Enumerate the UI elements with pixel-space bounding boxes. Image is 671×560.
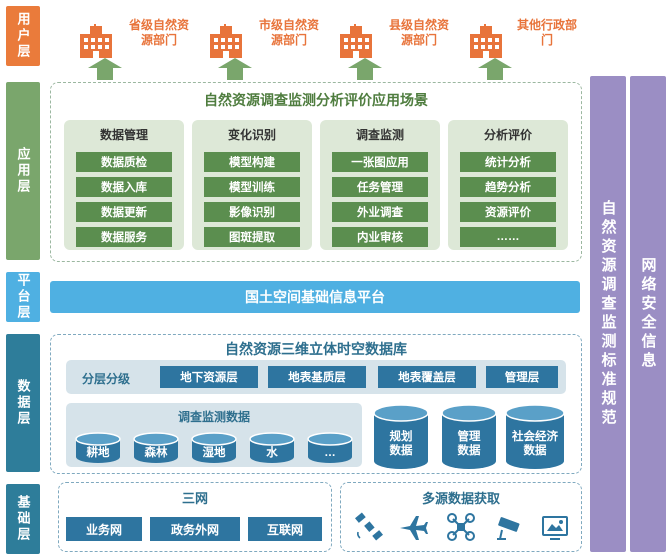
data-layer-surface-cover: 地表覆盖层 bbox=[378, 366, 476, 388]
app-column-analysis-evaluation: 分析评价 统计分析 趋势分析 资源评价 …… bbox=[448, 120, 568, 250]
airplane-icon bbox=[400, 516, 428, 540]
cylinder-forest: 森林 bbox=[132, 432, 180, 464]
building-icon bbox=[470, 24, 502, 58]
app-item: 图斑提取 bbox=[204, 227, 300, 247]
platform-bar: 国土空间基础信息平台 bbox=[50, 281, 580, 313]
database-cylinder-icon bbox=[441, 404, 497, 469]
app-item: 模型构建 bbox=[204, 152, 300, 172]
app-item: 任务管理 bbox=[332, 177, 428, 197]
cylinder-label: 水 bbox=[266, 447, 278, 459]
cylinder-more: … bbox=[306, 432, 354, 464]
app-item: 资源评价 bbox=[460, 202, 556, 222]
network-title: 三网 bbox=[181, 491, 208, 506]
department-name: 省级自然资源部门 bbox=[128, 18, 189, 47]
database-cylinder-icon bbox=[505, 404, 565, 469]
column-title: 分析评价 bbox=[483, 128, 532, 142]
monitor-icon bbox=[542, 516, 568, 540]
app-column-change-detection: 变化识别 模型构建 模型训练 影像识别 图斑提取 bbox=[192, 120, 312, 250]
cylinder-label: 规划数据 bbox=[389, 431, 413, 457]
application-scenario-box bbox=[50, 82, 582, 262]
cylinder-water: 水 bbox=[248, 432, 296, 464]
data-layer-surface-substrate: 地表基质层 bbox=[268, 366, 366, 388]
network-government-extranet: 政务外网 bbox=[150, 517, 240, 541]
building-icon bbox=[80, 24, 112, 58]
database-cylinder-icon bbox=[249, 432, 295, 463]
surveillance-camera-icon bbox=[497, 517, 520, 540]
app-item: 数据更新 bbox=[76, 202, 172, 222]
app-item: 趋势分析 bbox=[460, 177, 556, 197]
app-item: 统计分析 bbox=[460, 152, 556, 172]
cylinder-label: 社会经济数据 bbox=[512, 431, 558, 457]
column-title: 调查监测 bbox=[355, 128, 404, 142]
database-cylinder-icon bbox=[373, 404, 429, 469]
network-business: 业务网 bbox=[66, 517, 142, 541]
app-item: 内业审核 bbox=[332, 227, 428, 247]
cylinder-label: 耕地 bbox=[86, 447, 110, 459]
drone-icon bbox=[447, 513, 475, 541]
database-title: 自然资源三维立体时空数据库 bbox=[225, 341, 407, 357]
department-provincial: 省级自然资源部门 bbox=[76, 18, 189, 80]
app-item: 一张图应用 bbox=[332, 152, 428, 172]
column-title: 数据管理 bbox=[99, 128, 148, 142]
layer-label-application: 应用层 bbox=[6, 82, 40, 260]
standards-sidebar: 自然资源调查监测标准规范 bbox=[590, 76, 626, 552]
app-item: 模型训练 bbox=[204, 177, 300, 197]
department-name: 其他行政部门 bbox=[516, 18, 577, 47]
security-sidebar: 网络安全信息 bbox=[630, 76, 666, 552]
survey-data-title: 调查监测数据 bbox=[177, 410, 250, 424]
cylinder-label: … bbox=[324, 447, 336, 459]
app-item: 数据入库 bbox=[76, 177, 172, 197]
app-item: 外业调查 bbox=[332, 202, 428, 222]
layer-label-platform: 平台层 bbox=[6, 272, 40, 322]
department-name: 市级自然资源部门 bbox=[258, 18, 319, 47]
department-municipal: 市级自然资源部门 bbox=[206, 18, 319, 80]
up-arrow-icon bbox=[88, 58, 122, 80]
layering-label: 分层分级 bbox=[82, 372, 131, 386]
building-icon bbox=[210, 24, 242, 58]
network-internet: 互联网 bbox=[248, 517, 322, 541]
department-name: 县级自然资源部门 bbox=[388, 18, 449, 47]
cylinder-label: 湿地 bbox=[202, 447, 226, 459]
network-box bbox=[58, 482, 332, 552]
data-layer-underground: 地下资源层 bbox=[160, 366, 258, 388]
database-cylinder-icon bbox=[133, 432, 179, 463]
department-other: 其他行政部门 bbox=[466, 18, 577, 80]
acquisition-title: 多源数据获取 bbox=[421, 491, 500, 506]
database-box bbox=[50, 334, 582, 474]
cylinder-cropland: 耕地 bbox=[74, 432, 122, 464]
layer-label-user: 用户层 bbox=[6, 6, 40, 66]
app-item: 影像识别 bbox=[204, 202, 300, 222]
data-layer-management: 管理层 bbox=[486, 366, 558, 388]
cylinder-wetland: 湿地 bbox=[190, 432, 238, 464]
app-item: 数据质检 bbox=[76, 152, 172, 172]
acquisition-box bbox=[340, 482, 582, 552]
app-column-survey-monitoring: 调查监测 一张图应用 任务管理 外业调查 内业审核 bbox=[320, 120, 440, 250]
layer-label-data: 数据层 bbox=[6, 334, 40, 472]
up-arrow-icon bbox=[478, 58, 512, 80]
database-cylinder-icon bbox=[191, 432, 237, 463]
cylinder-label: 管理数据 bbox=[457, 431, 481, 457]
building-icon bbox=[340, 24, 372, 58]
app-item: 数据服务 bbox=[76, 227, 172, 247]
up-arrow-icon bbox=[348, 58, 382, 80]
database-cylinder-icon bbox=[75, 432, 121, 463]
column-title: 变化识别 bbox=[227, 128, 276, 142]
cylinder-socioeconomic-data: 社会经济数据 bbox=[504, 404, 566, 470]
up-arrow-icon bbox=[218, 58, 252, 80]
cylinder-planning-data: 规划数据 bbox=[372, 404, 430, 470]
layer-label-foundation: 基础层 bbox=[6, 484, 40, 554]
app-column-data-management: 数据管理 数据质检 数据入库 数据更新 数据服务 bbox=[64, 120, 184, 250]
application-title: 自然资源调查监测分析评价应用场景 bbox=[204, 92, 428, 108]
cylinder-label: 森林 bbox=[144, 447, 168, 459]
cylinder-management-data: 管理数据 bbox=[440, 404, 498, 470]
satellite-icon bbox=[355, 512, 383, 541]
department-county: 县级自然资源部门 bbox=[336, 18, 449, 80]
database-cylinder-icon bbox=[307, 432, 353, 463]
app-item: …… bbox=[460, 227, 556, 247]
